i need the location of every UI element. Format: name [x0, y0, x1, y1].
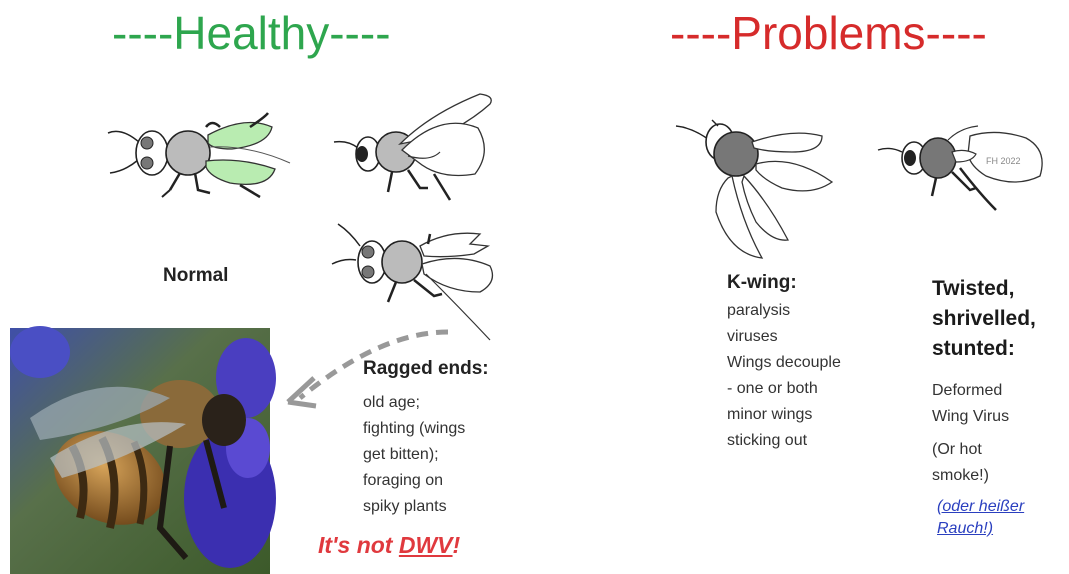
ragged-label: Ragged ends:: [363, 358, 489, 380]
k-wing-label: K-wing:: [727, 272, 797, 294]
twisted-aside-line: smoke!): [932, 463, 989, 489]
problems-heading: ----Problems----: [670, 6, 987, 60]
twisted-label-line: Twisted,: [932, 274, 1036, 304]
not-dwv-prefix: It's not: [318, 532, 399, 558]
not-dwv-emph: DWV: [399, 532, 453, 558]
bee-photo-icon: [10, 328, 270, 574]
ragged-line: get bitten);: [363, 442, 465, 468]
normal-label: Normal: [163, 265, 228, 287]
twisted-description: Deformed Wing Virus: [932, 378, 1009, 430]
healthy-heading: ----Healthy----: [112, 6, 391, 60]
twisted-line: Deformed: [932, 378, 1009, 404]
not-dwv-suffix: !: [453, 532, 461, 558]
ragged-description: old age; fighting (wings get bitten); fo…: [363, 390, 465, 520]
normal-bee-icon: [100, 105, 300, 215]
k-wing-line: paralysis: [727, 298, 841, 324]
deformed-wing-bee-icon: FH 2022: [876, 110, 1056, 220]
twisted-line: Wing Virus: [932, 404, 1009, 430]
k-wing-line: - one or both: [727, 376, 841, 402]
german-line: Rauch!): [937, 518, 1024, 540]
german-note: (oder heißer Rauch!): [937, 496, 1024, 540]
ragged-line: foraging on: [363, 468, 465, 494]
twisted-aside: (Or hot smoke!): [932, 437, 989, 489]
ragged-line: old age;: [363, 390, 465, 416]
twisted-label-line: shrivelled,: [932, 304, 1036, 334]
healthy-bee-icon: [330, 92, 500, 212]
sketch-signature: FH 2022: [986, 156, 1021, 166]
not-dwv-note: It's not DWV!: [318, 532, 460, 559]
twisted-aside-line: (Or hot: [932, 437, 989, 463]
k-wing-line: viruses: [727, 324, 841, 350]
german-line: (oder heißer: [937, 496, 1024, 518]
k-wing-bee-icon: [672, 112, 852, 262]
twisted-label-line: stunted:: [932, 334, 1036, 364]
k-wing-line: sticking out: [727, 428, 841, 454]
k-wing-line: minor wings: [727, 402, 841, 428]
ragged-line: fighting (wings: [363, 416, 465, 442]
ragged-line: spiky plants: [363, 494, 465, 520]
k-wing-description: paralysis viruses Wings decouple - one o…: [727, 298, 841, 454]
k-wing-line: Wings decouple: [727, 350, 841, 376]
twisted-label: Twisted, shrivelled, stunted:: [932, 274, 1036, 364]
